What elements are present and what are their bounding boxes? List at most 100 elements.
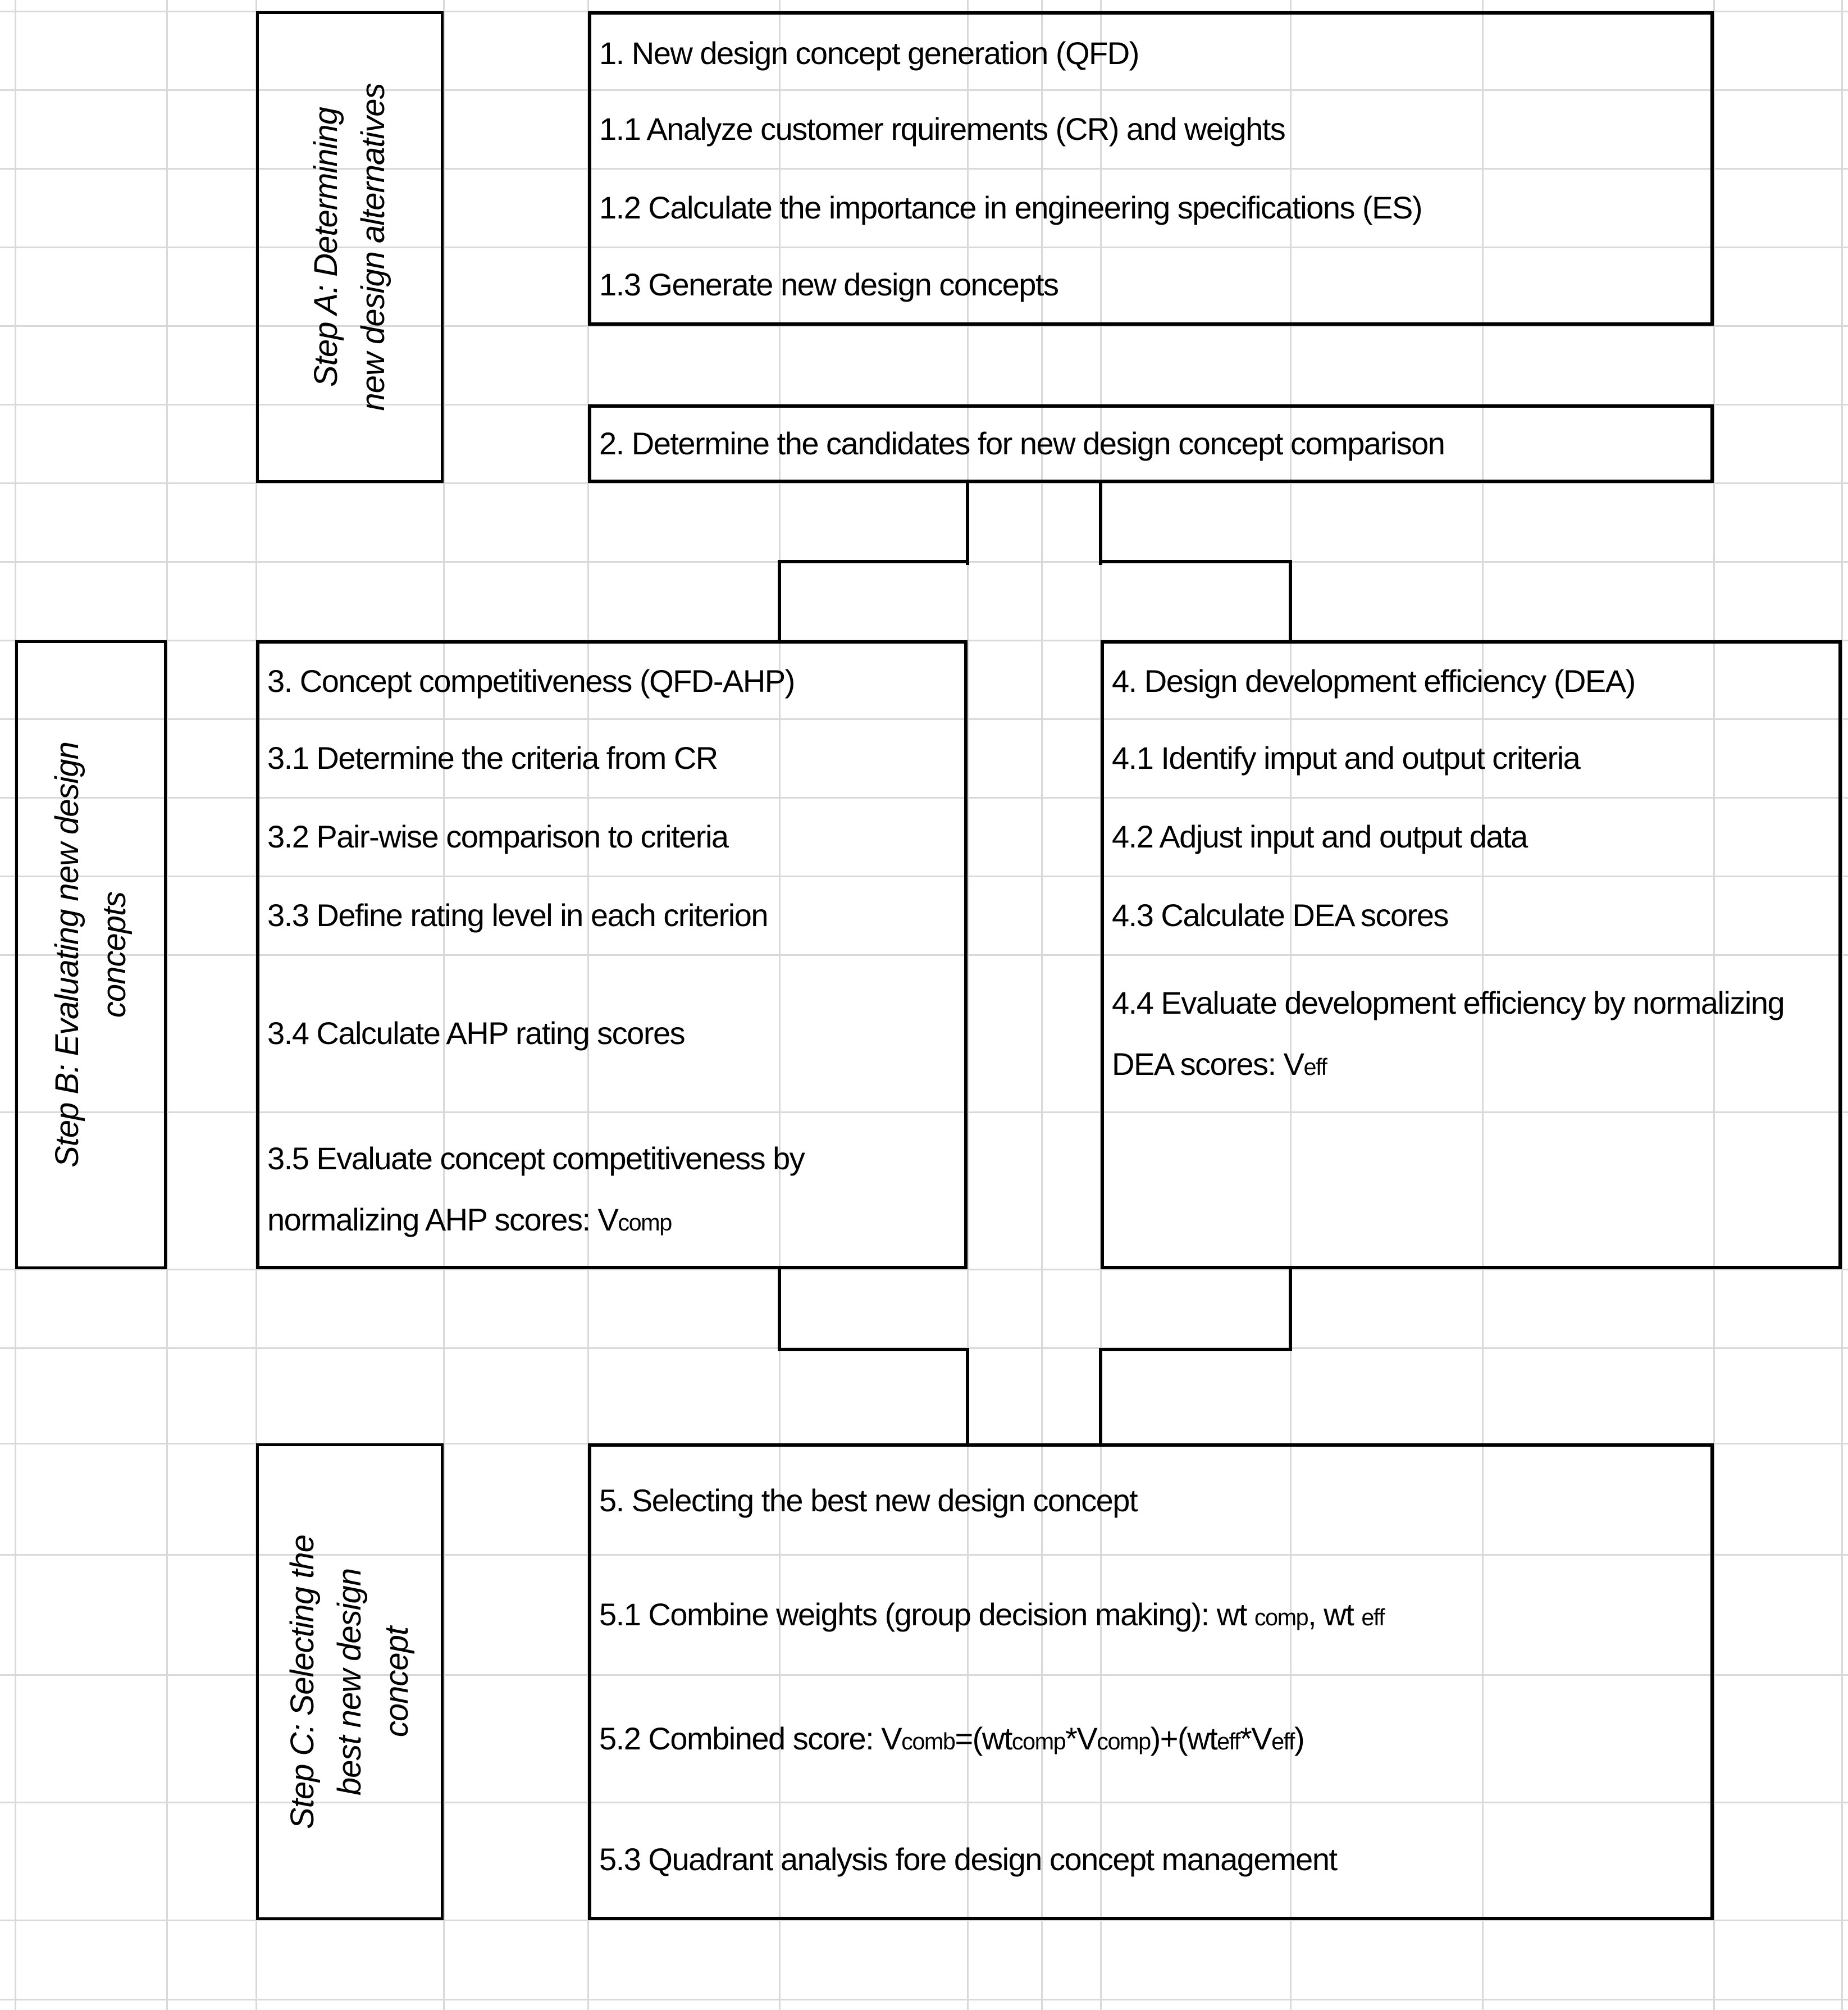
subscript-text: comb: [901, 1728, 956, 1754]
flow-item-1-3: 1.3 Generate new design concepts: [591, 247, 1710, 322]
step-b-line-1: Step B: Evaluating new design: [48, 742, 85, 1168]
step-c-line-2: best new design: [331, 1568, 368, 1795]
subscript-text: comp: [618, 1209, 672, 1236]
grid-row-line-21: [0, 1999, 1848, 2000]
text-run: normalizing AHP scores: V: [267, 1202, 619, 1237]
text-run: *V: [1239, 1720, 1272, 1756]
text-run: 5.1 Combine weights (group decision maki…: [599, 1597, 1254, 1633]
text-run: 4. Design development efficiency (DEA): [1112, 663, 1636, 699]
step-a-label: Step A: Determining new design alternati…: [303, 11, 397, 483]
text-run: 4.1 Identify imput and output criteria: [1112, 740, 1581, 776]
step-c-line-1: Step C: Selecting the: [284, 1534, 321, 1829]
box-1-new-design-concept-generation: 1. New design concept generation (QFD) 1…: [588, 11, 1714, 326]
text-run: 4.3 Calculate DEA scores: [1112, 897, 1449, 933]
connector-box2-stub-right: [1099, 483, 1102, 565]
connector-drop-into-box3: [778, 560, 781, 644]
connector-bottom-run-right: [1099, 1348, 1292, 1351]
text-run: 3.4 Calculate AHP rating scores: [267, 1015, 686, 1051]
subscript-text: eff: [1361, 1604, 1385, 1631]
grid-column-line-5: [779, 0, 781, 2010]
connector-top-run-right: [1099, 560, 1292, 563]
flow-item-5: 5. Selecting the best new design concept: [591, 1447, 1710, 1555]
text-run: 4.2 Adjust input and output data: [1112, 819, 1528, 855]
flow-item-3-4: 3.4 Calculate AHP rating scores: [259, 955, 964, 1112]
subscript-text: eff: [1271, 1728, 1295, 1754]
flow-item-4-2: 4.2 Adjust input and output data: [1104, 797, 1838, 876]
text-run: =(wt: [955, 1720, 1012, 1756]
step-c-label-box: Step C: Selecting the best new design co…: [256, 1443, 444, 1920]
text-run: , wt: [1308, 1597, 1362, 1633]
grid-column-line-1: [166, 0, 168, 2010]
subscript-text: eff: [1217, 1728, 1240, 1754]
grid-row-line-10: [0, 797, 1848, 799]
grid-row-line-3: [0, 247, 1848, 248]
flow-item-1-1: 1.1 Analyze customer rquirements (CR) an…: [591, 90, 1710, 168]
grid-row-line-12: [0, 954, 1848, 956]
text-run: 1. New design concept generation (QFD): [599, 35, 1139, 71]
connector-box2-stub-left: [966, 483, 969, 565]
connector-drop-into-box5-right: [1099, 1348, 1102, 1447]
flow-item-4-1: 4.1 Identify imput and output criteria: [1104, 719, 1838, 797]
grid-row-line-6: [0, 482, 1848, 484]
flow-item-3: 3. Concept competitiveness (QFD-AHP): [259, 644, 964, 719]
flow-item-3-1: 3.1 Determine the criteria from CR: [259, 719, 964, 797]
flow-item-4-4: 4.4 Evaluate development efficiency by n…: [1104, 955, 1838, 1112]
step-b-label: Step B: Evaluating new design concepts: [44, 640, 138, 1269]
flow-item-3-3: 3.3 Define rating level in each criterio…: [259, 876, 964, 955]
text-run: 1.3 Generate new design concepts: [599, 267, 1059, 303]
text-run: 4.4 Evaluate development efficiency by n…: [1112, 985, 1785, 1020]
text-run: 3.1 Determine the criteria from CR: [267, 740, 718, 776]
box-2-determine-candidates: 2. Determine the candidates for new desi…: [588, 404, 1714, 483]
box-5-selecting-best-concept: 5. Selecting the best new design concept…: [588, 1443, 1714, 1920]
box-4-design-development-efficiency: 4. Design development efficiency (DEA) 4…: [1101, 640, 1842, 1269]
flow-item-5-1: 5.1 Combine weights (group decision maki…: [591, 1555, 1710, 1675]
connector-box4-stub: [1289, 1269, 1292, 1351]
text-run: 1.2 Calculate the importance in engineer…: [599, 190, 1423, 226]
grid-column-line-3: [443, 0, 445, 2010]
text-run: 5.3 Quadrant analysis fore design concep…: [599, 1842, 1338, 1877]
grid-row-line-17: [0, 1554, 1848, 1556]
connector-drop-into-box4: [1289, 560, 1292, 644]
step-a-line-2: new design alternatives: [355, 83, 391, 411]
text-run: 2. Determine the candidates for new desi…: [599, 426, 1445, 462]
text-run: 3.5 Evaluate concept competitiveness by: [267, 1140, 805, 1176]
connector-drop-into-box5-left: [966, 1348, 969, 1447]
grid-row-line-11: [0, 876, 1848, 877]
grid-row-line-4: [0, 325, 1848, 327]
text-run: ): [1294, 1720, 1305, 1756]
text-run: *V: [1065, 1720, 1098, 1756]
step-b-line-2: concepts: [96, 891, 133, 1018]
flow-item-4: 4. Design development efficiency (DEA): [1104, 644, 1838, 719]
text-run: 3. Concept competitiveness (QFD-AHP): [267, 663, 795, 699]
grid-column-line-4: [587, 0, 589, 2010]
flow-item-1-2: 1.2 Calculate the importance in engineer…: [591, 168, 1710, 247]
text-run: 1.1 Analyze customer rquirements (CR) an…: [599, 111, 1286, 147]
grid-row-line-9: [0, 718, 1848, 720]
grid-row-line-19: [0, 1802, 1848, 1803]
flow-item-3-2: 3.2 Pair-wise comparison to criteria: [259, 797, 964, 876]
grid-column-line-6: [967, 0, 969, 2010]
flow-item-2: 2. Determine the candidates for new desi…: [591, 408, 1710, 480]
text-run: 5. Selecting the best new design concept: [599, 1483, 1138, 1519]
subscript-text: comp: [1254, 1604, 1309, 1631]
connector-box3-stub: [778, 1269, 781, 1351]
step-c-line-3: concept: [378, 1626, 416, 1737]
grid-column-line-11: [1713, 0, 1715, 2010]
connector-bottom-run-left: [778, 1348, 969, 1351]
step-a-line-1: Step A: Determining: [307, 107, 344, 387]
grid-row-line-13: [0, 1111, 1848, 1113]
step-b-label-box: Step B: Evaluating new design concepts: [15, 640, 167, 1269]
flow-item-3-5: 3.5 Evaluate concept competitiveness by n…: [259, 1112, 964, 1266]
flow-item-5-2: 5.2 Combined score: Vcomb=(wtcomp*Vcomp)…: [591, 1675, 1710, 1802]
grid-row-line-20: [0, 1920, 1848, 1921]
flow-item-5-3: 5.3 Quadrant analysis fore design concep…: [591, 1802, 1710, 1917]
grid-row-line-2: [0, 168, 1848, 170]
text-run: DEA scores: V: [1112, 1046, 1304, 1082]
connector-top-run-left: [778, 560, 969, 563]
text-run: 3.2 Pair-wise comparison to criteria: [267, 819, 729, 855]
flow-item-1: 1. New design concept generation (QFD): [591, 15, 1710, 92]
flow-item-4-3: 4.3 Calculate DEA scores: [1104, 876, 1838, 955]
grid-column-line-10: [1482, 0, 1484, 2010]
text-run: 3.3 Define rating level in each criterio…: [267, 897, 769, 933]
